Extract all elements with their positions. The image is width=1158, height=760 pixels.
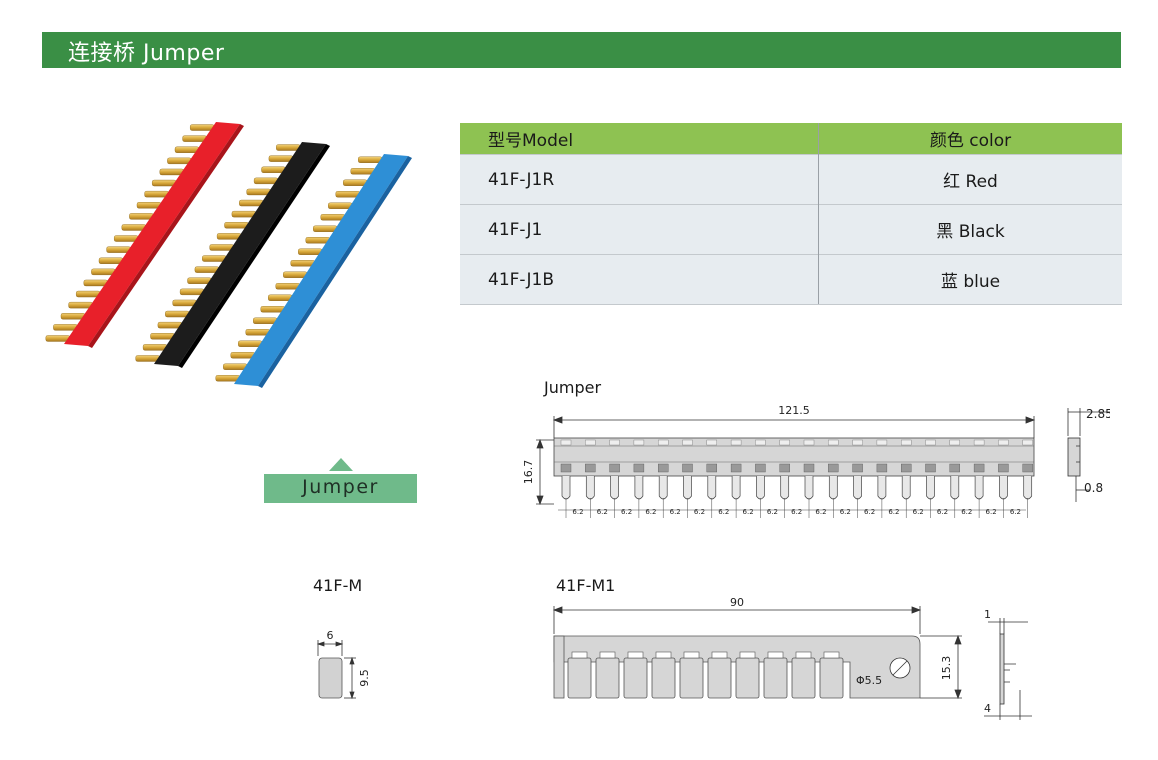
model-m1-drawing: 90 Φ5.5 15.3 1 4: [552, 596, 1032, 720]
svg-text:6.2: 6.2: [864, 508, 875, 516]
model-m1-hole-dim: Φ5.5: [856, 674, 882, 687]
jumper-badge: Jumper: [264, 474, 417, 503]
svg-text:6.2: 6.2: [718, 508, 729, 516]
jumper-technical-drawing: 6.2 6.2 6.2 6.2 6.2 6.2 6.2 6.2 6.2 6.2 6.2 6.2 6.2 6…: [522, 404, 1110, 518]
jumper-drawing-title: Jumper: [544, 378, 602, 397]
red-jumper-bar: [64, 122, 240, 346]
model-m-height-dim: 9.5: [358, 669, 371, 687]
jumper-height-dim: 16.7: [522, 460, 535, 485]
jumper-pitch-dimensions: 6.2 6.2 6.2 6.2 6.2 6.2 6.2 6.2 6.2 6.2 6.2 6.2 6.2 6…: [558, 498, 1028, 518]
up-arrow-icon: [329, 458, 353, 471]
svg-text:6.2: 6.2: [815, 508, 826, 516]
side-width-dim: 2.85: [1086, 407, 1110, 421]
header-bar: 连接桥 Jumper: [42, 32, 1121, 68]
jumper-product-photo: [45, 122, 412, 388]
svg-text:6.2: 6.2: [791, 508, 802, 516]
svg-text:6.2: 6.2: [597, 508, 608, 516]
model-m-drawing: 6 9.5: [316, 630, 371, 700]
model-m1-side-top-dim: 1: [984, 608, 991, 621]
black-jumper-pins: [135, 144, 301, 362]
jumper-badge-label: Jumper: [302, 476, 379, 498]
svg-text:6.2: 6.2: [888, 508, 899, 516]
page-title: 连接桥 Jumper: [68, 41, 225, 66]
model-m-width-dim: 6: [327, 630, 334, 642]
svg-text:6.2: 6.2: [572, 508, 583, 516]
model-m-title: 41F-M: [313, 576, 363, 595]
svg-text:6.2: 6.2: [1010, 508, 1021, 516]
blue-jumper-bar: [234, 154, 408, 386]
color-cell: 红 Red: [818, 154, 1122, 205]
side-pin-dim: 0.8: [1084, 481, 1103, 495]
model-m1-side-bottom-dim: 4: [984, 702, 991, 715]
table-row: 41F-J1B 蓝 blue: [460, 254, 1122, 305]
svg-text:6.2: 6.2: [621, 508, 632, 516]
black-jumper-bar: [154, 142, 326, 366]
svg-text:6.2: 6.2: [840, 508, 851, 516]
column-header-model: 型号Model: [460, 123, 819, 155]
column-header-color: 颜色 color: [818, 123, 1122, 155]
model-color-table: 型号Model 颜色 color 41F-J1R 红 Red 41F-J1 黑 …: [460, 123, 1122, 305]
table-row: 41F-J1R 红 Red: [460, 154, 1122, 205]
model-cell: 41F-J1B: [460, 254, 819, 305]
svg-text:6.2: 6.2: [913, 508, 924, 516]
svg-text:6.2: 6.2: [645, 508, 656, 516]
model-cell: 41F-J1: [460, 204, 819, 255]
model-m1-teeth: [567, 651, 844, 699]
model-m1-height-dim: 15.3: [940, 656, 953, 681]
svg-text:6.2: 6.2: [937, 508, 948, 516]
color-cell: 蓝 blue: [818, 254, 1122, 305]
model-m1-title: 41F-M1: [556, 576, 616, 595]
color-cell: 黑 Black: [818, 204, 1122, 255]
svg-text:6.2: 6.2: [961, 508, 972, 516]
svg-text:6.2: 6.2: [986, 508, 997, 516]
jumper-length-dim: 121.5: [778, 404, 810, 417]
table-row: 41F-J1 黑 Black: [460, 204, 1122, 255]
jumper-drawing-pins: [560, 439, 1033, 500]
model-cell: 41F-J1R: [460, 154, 819, 205]
model-m1-length-dim: 90: [730, 596, 744, 609]
svg-text:6.2: 6.2: [767, 508, 778, 516]
svg-text:6.2: 6.2: [694, 508, 705, 516]
svg-text:6.2: 6.2: [743, 508, 754, 516]
red-jumper-pins: [45, 124, 215, 342]
table-header-row: 型号Model 颜色 color: [460, 123, 1122, 155]
svg-text:6.2: 6.2: [670, 508, 681, 516]
